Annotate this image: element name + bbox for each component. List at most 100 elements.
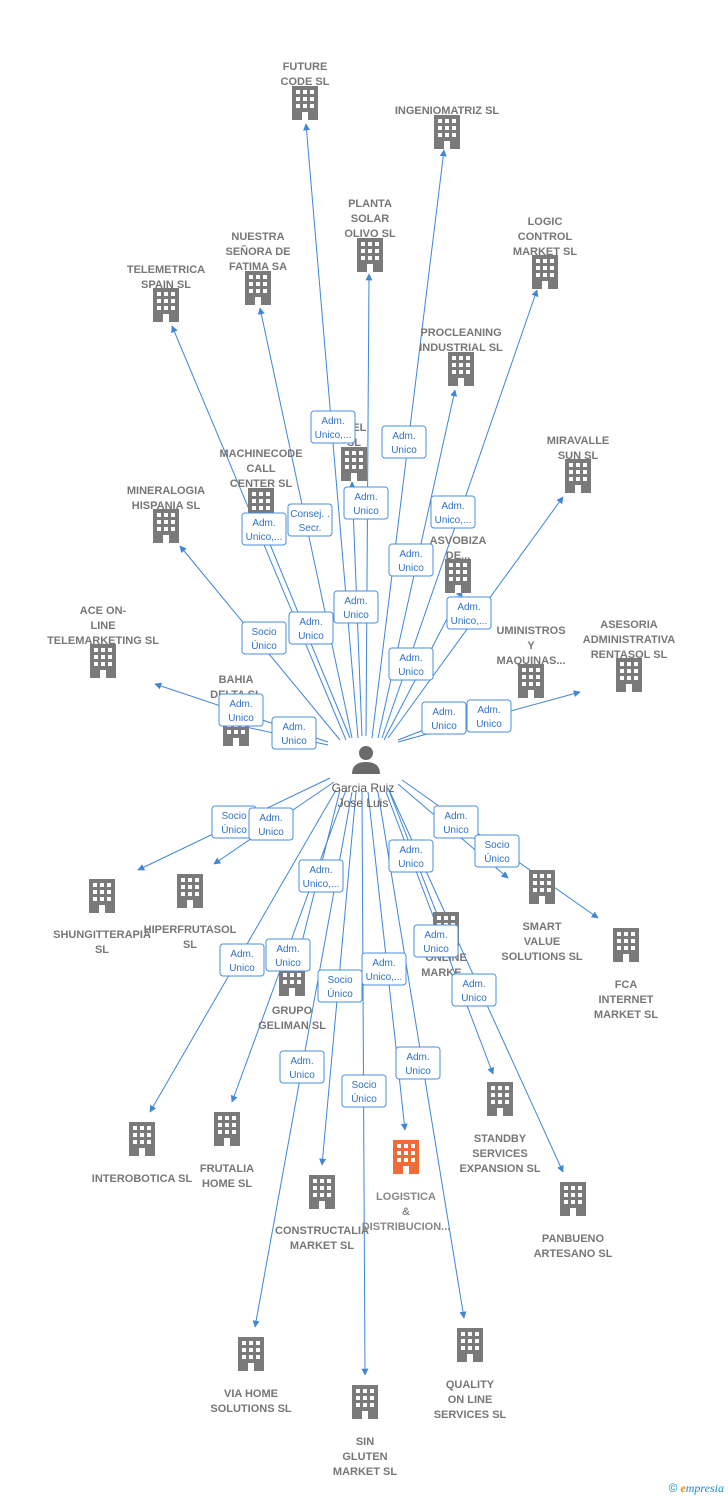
role-badge-r30[interactable]: Adm.Unico bbox=[395, 1046, 441, 1080]
role-badge-r3[interactable]: Adm.Unico bbox=[343, 486, 389, 520]
company-node-grupo-geliman[interactable]: GRUPO GELIMAN SL bbox=[258, 962, 326, 1032]
role-badge-r24[interactable]: Adm.Unico bbox=[265, 938, 311, 972]
building-icon bbox=[309, 1175, 335, 1209]
role-badge-r8[interactable]: Adm.Unico bbox=[333, 590, 379, 624]
brand-initial: e bbox=[680, 1481, 686, 1495]
role-badge-r1[interactable]: Adm.Unico,... bbox=[310, 410, 356, 444]
role-text: Adm. bbox=[477, 705, 500, 716]
role-text: Secr. bbox=[299, 523, 322, 534]
role-badge-frame bbox=[298, 859, 344, 893]
role-badge-r7[interactable]: Adm.Unico bbox=[388, 543, 434, 577]
role-badge-r12[interactable]: Adm.Unico bbox=[388, 647, 434, 681]
role-text: Adm. bbox=[406, 1052, 429, 1063]
company-label: GRUPO bbox=[272, 1005, 313, 1017]
role-badge-r10[interactable]: Adm.Unico bbox=[288, 611, 334, 645]
company-label: SOLUTIONS SL bbox=[501, 951, 583, 963]
company-label: SERVICES bbox=[472, 1148, 527, 1160]
company-label: SMART bbox=[522, 921, 561, 933]
company-label: INTEROBOTICA SL bbox=[92, 1173, 193, 1185]
company-label: SL bbox=[95, 944, 109, 956]
role-badge-frame bbox=[333, 590, 379, 624]
role-text: Unico bbox=[443, 825, 469, 836]
role-badge-r23[interactable]: Adm.Unico bbox=[219, 943, 265, 977]
role-badge-r2[interactable]: Adm.Unico bbox=[381, 425, 427, 459]
role-text: Único bbox=[251, 639, 277, 652]
company-label: INTERNET bbox=[599, 994, 654, 1006]
role-badge-r18[interactable]: Adm.Unico bbox=[248, 807, 294, 841]
company-label: BAHIA bbox=[219, 674, 254, 686]
role-text: Socio bbox=[251, 627, 276, 638]
role-badge-r28[interactable]: Adm.Unico bbox=[451, 973, 497, 1007]
footer-brand[interactable]: © empresia bbox=[669, 1481, 724, 1496]
building-icon bbox=[445, 559, 471, 593]
role-badge-r19[interactable]: Adm.Unico bbox=[433, 805, 479, 839]
company-node-suministros[interactable]: UMINISTROSYMAQUINAS... bbox=[496, 625, 566, 698]
role-badge-frame bbox=[279, 1050, 325, 1084]
role-badge-r11[interactable]: Adm.Unico,... bbox=[446, 596, 492, 630]
role-text: Unico bbox=[391, 445, 417, 456]
role-text: Adm. bbox=[344, 596, 367, 607]
company-label: MARKET SL bbox=[333, 1466, 397, 1478]
person-name-line-2: Jose Luis bbox=[338, 796, 389, 810]
role-badge-r27[interactable]: Adm.Unico bbox=[413, 924, 459, 958]
role-badge-r15[interactable]: Adm.Unico bbox=[421, 701, 467, 735]
center-person[interactable]: Garcia Ruiz Jose Luis bbox=[332, 746, 395, 810]
role-text: Unico bbox=[229, 963, 255, 974]
role-text: Adm. bbox=[282, 722, 305, 733]
role-badge-r13[interactable]: Adm.Unico bbox=[218, 693, 264, 727]
role-text: Adm. bbox=[457, 602, 480, 613]
role-badge-r21[interactable]: Adm.Unico bbox=[388, 839, 434, 873]
role-badge-r29[interactable]: Adm.Unico bbox=[279, 1050, 325, 1084]
role-text: Unico bbox=[423, 944, 449, 955]
role-text: Adm. bbox=[321, 416, 344, 427]
company-label: VIA HOME bbox=[224, 1388, 278, 1400]
company-label: CONTROL bbox=[518, 231, 573, 243]
role-badge-r6[interactable]: Adm.Unico,... bbox=[430, 495, 476, 529]
company-node-logistica[interactable]: LOGISTICA&DISTRIBUCION... bbox=[362, 1140, 451, 1233]
role-badge-r14[interactable]: Adm.Unico bbox=[271, 716, 317, 750]
company-label: SUN SL bbox=[558, 450, 599, 462]
role-badge-r5[interactable]: Consej. .Secr. bbox=[287, 503, 333, 537]
company-node-asvobiza[interactable]: ASVOBIZADE... bbox=[430, 535, 487, 593]
role-badge-r4[interactable]: Adm.Unico,... bbox=[241, 512, 287, 546]
company-label: CONSTRUCTALIA bbox=[275, 1225, 369, 1237]
role-badge-r22[interactable]: Adm.Unico,... bbox=[298, 859, 344, 893]
role-badge-r16[interactable]: Adm.Unico bbox=[466, 699, 512, 733]
company-label: HIPERFRUTASOL bbox=[144, 924, 237, 936]
role-text: Adm. bbox=[432, 707, 455, 718]
role-badge-r26[interactable]: Adm.Unico,... bbox=[361, 952, 407, 986]
role-text: Socio bbox=[484, 840, 509, 851]
company-label: GELIMAN SL bbox=[258, 1020, 326, 1032]
company-node-interobotica[interactable]: INTEROBOTICA SL bbox=[92, 1122, 193, 1185]
building-icon bbox=[129, 1122, 155, 1156]
role-text: Unico bbox=[298, 631, 324, 642]
company-node-ingeniomatriz[interactable]: INGENIOMATRIZ SL bbox=[395, 105, 500, 149]
